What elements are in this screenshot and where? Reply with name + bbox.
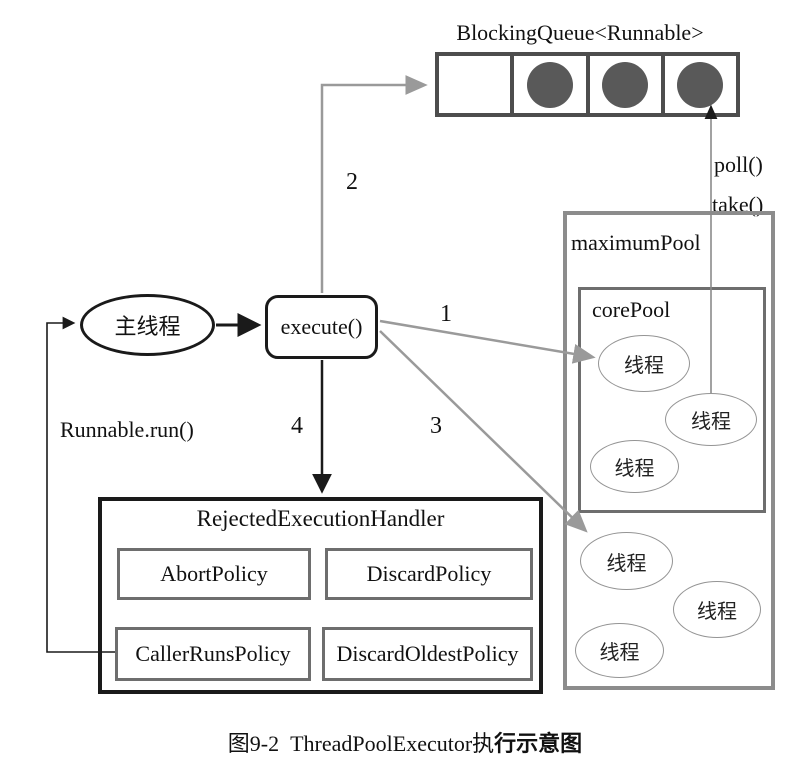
figure-caption: 图9-2 ThreadPoolExecutor执行示意图 [0, 726, 810, 758]
execute-box: execute() [265, 295, 378, 359]
queue-slot [510, 56, 585, 113]
queue-slot [660, 56, 736, 113]
queue-slot [585, 56, 661, 113]
step-2-label: 2 [346, 169, 358, 195]
rejected-execution-handler-title: RejectedExecutionHandler [196, 506, 445, 531]
policy-box-discard: DiscardPolicy [325, 548, 533, 600]
policy-box-abort: AbortPolicy [117, 548, 311, 600]
figure-caption-bold-text: 行示意图 [494, 731, 583, 756]
thread-ellipse: 线程 [665, 393, 757, 446]
queue-slot [439, 56, 510, 113]
figure-caption-text: 图9-2 ThreadPoolExecutor执 [227, 731, 495, 756]
maximum-pool-title: maximumPool [571, 230, 701, 255]
blocking-queue-title: BlockingQueue<Runnable> [456, 20, 704, 45]
thread-ellipse: 线程 [598, 335, 690, 392]
policy-box-discard-oldest: DiscardOldestPolicy [322, 627, 533, 681]
poll-label: poll() [714, 152, 763, 177]
thread-ellipse: 线程 [575, 623, 664, 678]
thread-ellipse: 线程 [580, 532, 673, 590]
task-circle [526, 61, 573, 108]
step-1-label: 1 [440, 301, 452, 327]
step-3-label: 3 [430, 413, 442, 439]
task-circle [602, 61, 649, 108]
arrow-1-execute-to-corepool [379, 319, 596, 364]
main-thread-ellipse: 主线程 [80, 294, 215, 356]
blocking-queue [435, 52, 740, 117]
arrow-2-execute-to-queue [320, 75, 428, 293]
step-4-label: 4 [291, 413, 303, 439]
task-circle [677, 61, 724, 108]
thread-ellipse: 线程 [590, 440, 679, 493]
core-pool-title: corePool [592, 297, 671, 322]
thread-ellipse: 线程 [673, 581, 761, 638]
policy-box-caller-runs: CallerRunsPolicy [115, 627, 311, 681]
runnable-run-label: Runnable.run() [60, 417, 194, 442]
